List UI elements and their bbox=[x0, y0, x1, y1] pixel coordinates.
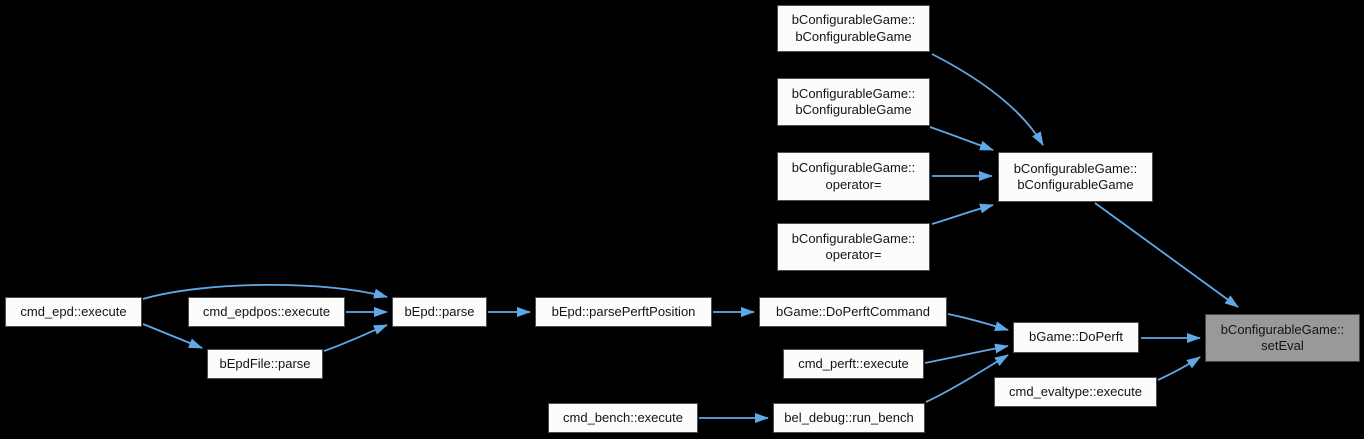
node-label: cmd_evaltype::execute bbox=[1009, 383, 1142, 399]
node-bepd-parseperftposition[interactable]: bEpd::parsePerftPosition bbox=[535, 297, 712, 327]
node-label: cmd_bench::execute bbox=[563, 409, 683, 425]
node-bepd-parse[interactable]: bEpd::parse bbox=[392, 297, 487, 327]
node-label: cmd_epdpos::execute bbox=[202, 303, 331, 319]
edge-ctor-main-to-set-eval bbox=[1094, 202, 1239, 308]
node-bepdfile-parse[interactable]: bEpdFile::parse bbox=[207, 349, 323, 379]
edge-ctor-a-to-ctor-main bbox=[931, 53, 1044, 146]
node-label: bGame::DoPerftCommand bbox=[776, 303, 930, 319]
node-label: bConfigurableGame:: operator= bbox=[791, 160, 916, 192]
node-cmd-evaltype-execute[interactable]: cmd_evaltype::execute bbox=[994, 377, 1157, 407]
edge-cmd-epd-to-bepd-parse bbox=[142, 283, 388, 300]
node-bconfigurablegame-ctor-1[interactable]: bConfigurableGame:: bConfigurableGame bbox=[777, 5, 930, 52]
edge-ctor-b-to-ctor-main bbox=[929, 126, 994, 151]
edge-cmd-evaltype-to-set-eval bbox=[1157, 356, 1201, 381]
node-cmd-bench-execute[interactable]: cmd_bench::execute bbox=[548, 403, 698, 433]
node-bgame-doperft[interactable]: bGame::DoPerft bbox=[1013, 322, 1139, 353]
node-label: bEpd::parse bbox=[404, 303, 475, 319]
edge-cmd-perft-to-doperft bbox=[924, 343, 1009, 364]
node-label: cmd_epd::execute bbox=[20, 303, 127, 319]
node-label: bEpd::parsePerftPosition bbox=[551, 303, 696, 319]
edge-cmd-epd-to-bepdfile-parse bbox=[142, 323, 203, 349]
edge-assign-b-to-ctor-main bbox=[931, 203, 994, 225]
node-label: bConfigurableGame:: bConfigurableGame bbox=[791, 85, 916, 118]
node-label: bConfigurableGame:: bConfigurableGame bbox=[791, 12, 916, 44]
node-bconfigurablegame-seteval-current: bConfigurableGame:: setEval bbox=[1205, 314, 1360, 362]
node-cmd-perft-execute[interactable]: cmd_perft::execute bbox=[783, 349, 924, 379]
edge-doperft-cmd-to-doperft bbox=[947, 313, 1009, 332]
node-bconfigurablegame-operator-assign-2[interactable]: bConfigurableGame:: operator= bbox=[777, 223, 930, 271]
node-label: bConfigurableGame:: operator= bbox=[791, 230, 916, 263]
node-cmd-epdpos-execute[interactable]: cmd_epdpos::execute bbox=[188, 297, 345, 327]
node-cmd-epd-execute[interactable]: cmd_epd::execute bbox=[5, 297, 142, 327]
node-bel-debug-run-bench[interactable]: bel_debug::run_bench bbox=[773, 403, 925, 433]
edge-bepdfile-to-bepd-parse bbox=[323, 324, 388, 352]
node-label: bConfigurableGame:: setEval bbox=[1220, 321, 1345, 354]
edge-run-bench-to-doperft bbox=[925, 354, 1009, 403]
node-bconfigurablegame-ctor-2[interactable]: bConfigurableGame:: bConfigurableGame bbox=[777, 78, 930, 126]
node-label: bel_debug::run_bench bbox=[784, 409, 914, 425]
node-bconfigurablegame-ctor-main[interactable]: bConfigurableGame:: bConfigurableGame bbox=[998, 152, 1153, 202]
node-bconfigurablegame-operator-assign-1[interactable]: bConfigurableGame:: operator= bbox=[777, 152, 930, 201]
node-label: cmd_perft::execute bbox=[798, 355, 909, 371]
node-bgame-doperftcommand[interactable]: bGame::DoPerftCommand bbox=[759, 297, 947, 327]
node-label: bConfigurableGame:: bConfigurableGame bbox=[1013, 160, 1138, 193]
node-label: bGame::DoPerft bbox=[1029, 329, 1123, 345]
node-label: bEpdFile::parse bbox=[219, 355, 311, 371]
